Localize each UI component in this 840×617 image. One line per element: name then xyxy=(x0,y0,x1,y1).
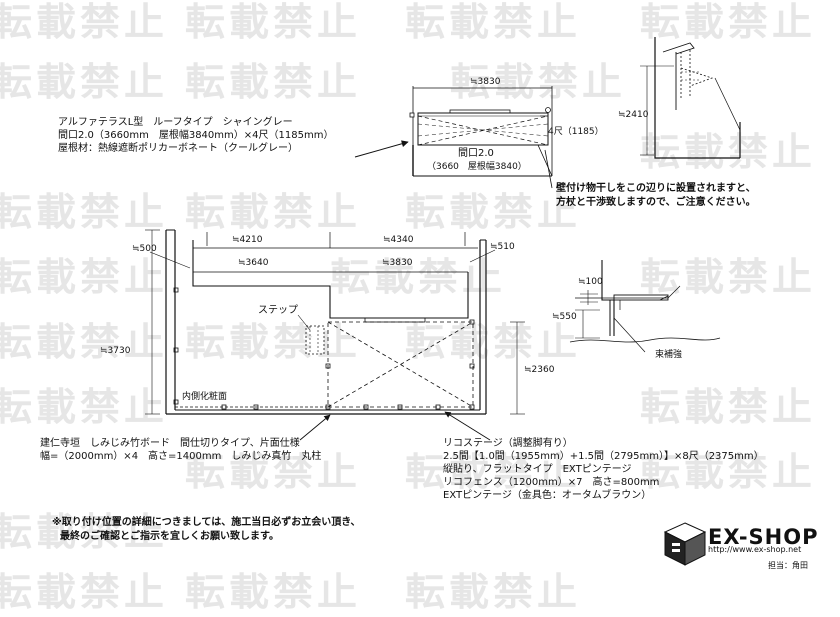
watermark: 転載禁止 xyxy=(405,450,581,495)
watermark: 転載禁止 xyxy=(640,130,816,175)
drawing-sheet: 転載禁止 転載禁止 転載禁止 転載禁止 転載禁止 転載禁止 転載禁止 転載禁止 … xyxy=(0,0,819,615)
terrace-product: アルファテラスL型 ルーフタイプ シャイングレー xyxy=(58,117,293,128)
top-depth-dim: 4尺（1185） xyxy=(548,127,604,137)
deck-line3: 縦貼り、フラットタイプ EXTピンテージ xyxy=(443,464,632,475)
watermark: 転載禁止 xyxy=(330,255,506,300)
watermark: 転載禁止 xyxy=(640,0,816,45)
dim-left-height: ≒3730 xyxy=(100,346,131,356)
person-in-charge: 担当：角田 xyxy=(768,561,808,570)
dim-550: ≒550 xyxy=(552,312,577,322)
top-width-dim: ≒3830 xyxy=(470,77,501,87)
step-detail xyxy=(569,260,721,353)
watermark: 転載禁止 xyxy=(405,320,581,365)
wall-note-line1: 壁付け物干しをこの辺りに設置されますと、 xyxy=(556,183,756,194)
fence-line1: 建仁寺垣 しみじみ竹ボード 間仕切りタイプ、片面仕様 xyxy=(40,438,300,449)
dim-3640: ≒3640 xyxy=(238,258,269,268)
side-height-dim: ≒2410 xyxy=(618,110,649,120)
footer-line1: ※取り付け位置の詳細につきましては、施工当日必ずお立会い頂き、 xyxy=(52,517,361,528)
deck-line5: EXTピンテージ（金具色：オータムブラウン） xyxy=(443,490,652,501)
ex-shop-logo-icon xyxy=(663,522,707,566)
watermark: 転載禁止 xyxy=(0,385,168,430)
watermark: 転載禁止 xyxy=(0,0,168,45)
dim-left-top: ≒500 xyxy=(132,244,157,254)
terrace-size: 間口2.0（3660mm 屋根幅3840mm）×4尺（1185mm） xyxy=(58,130,334,141)
watermark: 転載禁止 xyxy=(640,385,816,430)
dim-100: ≒100 xyxy=(578,277,603,287)
brand-url[interactable]: http://www.ex-shop.net xyxy=(708,545,802,554)
side-elevation xyxy=(640,37,741,159)
step-label: ステップ xyxy=(258,305,298,316)
top-frontage-detail: （3660 屋根幅3840） xyxy=(427,162,527,172)
watermark: 転載禁止 xyxy=(640,450,816,495)
fence-line2: 幅=（2000mm）×4 高さ=1400mm しみじみ真竹 丸柱 xyxy=(40,451,322,462)
deck-line2: 2.5間【1.0間（1955mm）+1.5間（2795mm）】×8尺（2375m… xyxy=(443,451,764,462)
watermark: 転載禁止 xyxy=(185,190,361,235)
watermark: 転載禁止 xyxy=(450,60,626,105)
watermark: 転載禁止 xyxy=(0,190,168,235)
dim-4210: ≒4210 xyxy=(232,235,263,245)
terrace-material: 屋根材：熱線遮断ポリカーボネート（クールグレー） xyxy=(58,143,298,154)
dim-3830: ≒3830 xyxy=(382,258,413,268)
watermark: 転載禁止 xyxy=(0,320,168,365)
watermark: 転載禁止 xyxy=(405,190,581,235)
watermark: 転載禁止 xyxy=(0,60,168,105)
site-plan xyxy=(145,229,525,441)
dim-right-height: ≒2360 xyxy=(524,365,555,375)
inner-surface-label: 内側化粧面 xyxy=(182,392,228,402)
dim-right-top: ≒510 xyxy=(490,242,515,252)
drawing-lines xyxy=(145,37,741,566)
top-frontage: 間口2.0 xyxy=(458,148,494,159)
watermark: 転載禁止 xyxy=(0,510,168,555)
wall-note-line2: 方杖と干渉致しますので、ご注意ください。 xyxy=(556,197,756,208)
terrace-plan xyxy=(354,86,553,189)
footer-line2: 最終のご確認とご指示を宜しくお願い致します。 xyxy=(60,531,279,542)
deck-line1: リコステージ（調整脚有り） xyxy=(443,438,573,449)
watermark: 転載禁止 xyxy=(185,450,361,495)
watermark: 転載禁止 xyxy=(0,255,168,300)
watermark: 転載禁止 xyxy=(185,0,361,45)
brand-name: EX-SHOP xyxy=(708,525,819,549)
watermark: 転載禁止 xyxy=(185,60,361,105)
watermark: 転載禁止 xyxy=(405,0,581,45)
watermark: 転載禁止 xyxy=(640,255,816,300)
watermark: 転載禁止 xyxy=(185,320,361,365)
deck-line4: リコフェンス（1200mm）×7 高さ=800mm xyxy=(443,477,660,488)
reinforcement-label: 束補強 xyxy=(655,350,683,360)
dim-4340: ≒4340 xyxy=(383,235,414,245)
